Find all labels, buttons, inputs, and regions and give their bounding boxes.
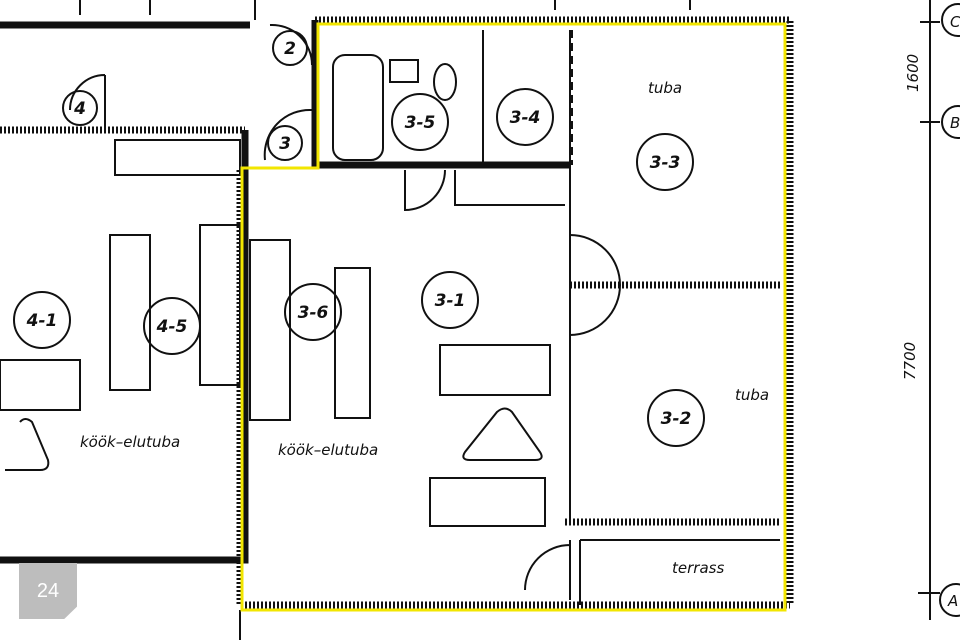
- axis-c: C: [950, 13, 960, 31]
- room-3-3: 3-3: [650, 153, 681, 173]
- room-3-1: 3-1: [435, 291, 466, 311]
- axis-a: A: [947, 592, 958, 610]
- room-3: 3: [279, 134, 291, 154]
- room-markers: [13, 30, 705, 447]
- dimension-7700: 7700: [901, 342, 919, 380]
- label-terrace: terrass: [672, 559, 724, 577]
- dimension-line: [918, 0, 960, 620]
- room-3-6: 3-6: [298, 303, 329, 323]
- room-4: 4: [73, 99, 86, 119]
- room-3-2: 3-2: [661, 409, 692, 429]
- label-kitchen-main: köök–elutuba: [278, 441, 378, 459]
- axis-b: B: [950, 114, 960, 132]
- furniture: [0, 54, 551, 527]
- apartment-highlight[interactable]: [240, 22, 787, 612]
- label-tuba-right: tuba: [735, 386, 769, 404]
- room-4-1: 4-1: [26, 311, 58, 331]
- room-3-5: 3-5: [405, 113, 436, 133]
- room-3-4: 3-4: [510, 108, 541, 128]
- walls: [0, 0, 794, 640]
- label-tuba-top: tuba: [648, 79, 682, 97]
- room-4-5: 4-5: [156, 317, 188, 337]
- doors: [69, 23, 621, 600]
- label-kitchen-left: köök–elutuba: [80, 433, 180, 451]
- room-2: 2: [284, 39, 296, 59]
- page-badge: 24: [19, 563, 77, 619]
- dimension-1600: 1600: [904, 54, 922, 92]
